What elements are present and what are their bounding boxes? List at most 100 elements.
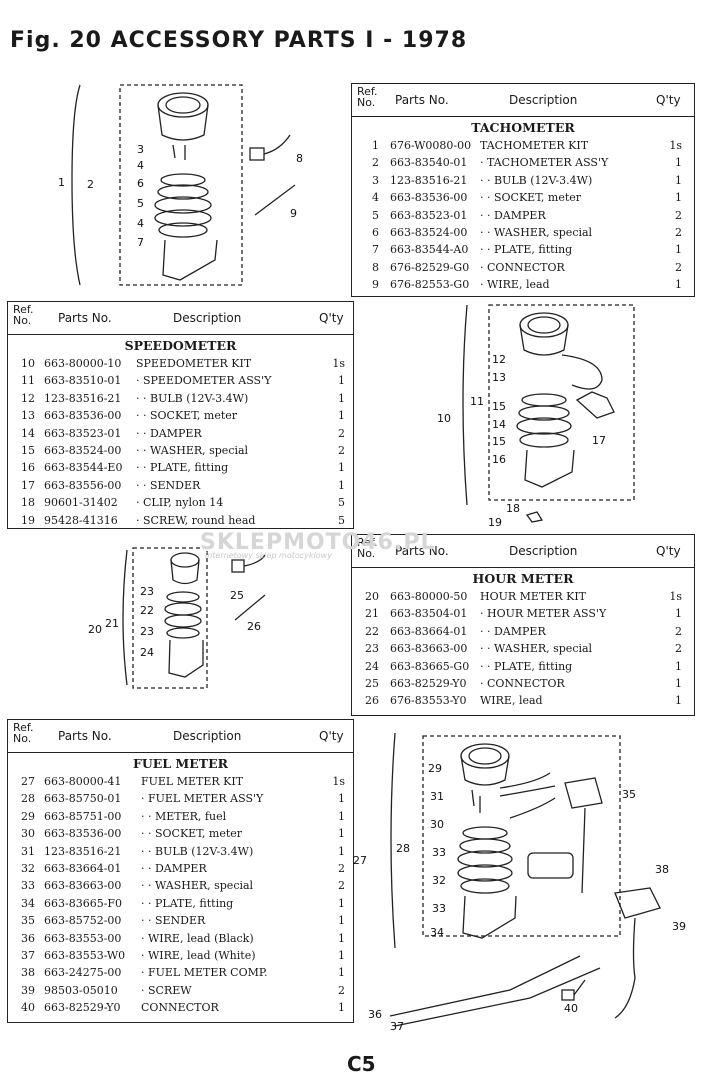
- desc-header: Description: [173, 311, 242, 325]
- description-cell: · · WASHER, special: [480, 642, 593, 656]
- section-title: TACHOMETER: [471, 120, 575, 135]
- page-number: C5: [347, 1052, 376, 1076]
- callout-label: 17: [592, 434, 606, 447]
- ref-header: Ref. No.: [13, 303, 34, 327]
- callout-label: 11: [470, 395, 484, 408]
- tachometer-diagram: 1 2 3 4 6 5 4 7 8 9: [58, 84, 303, 286]
- ref-cell: 21: [365, 607, 379, 621]
- description-cell: · · DAMPER: [480, 208, 546, 222]
- ref-cell: 8: [372, 260, 379, 274]
- tachometer-table: Ref. No. Parts No. Description Q'ty TACH…: [351, 83, 695, 297]
- ref-cell: 33: [21, 879, 35, 893]
- callout-label: 26: [247, 620, 261, 633]
- callout-label: 36: [368, 1008, 382, 1021]
- ref-cell: 40: [21, 1001, 35, 1015]
- quantity-cell: 1: [338, 374, 345, 388]
- part-number-cell: 90601-31402: [44, 496, 118, 510]
- parts-header: Parts No.: [395, 544, 449, 558]
- parts-header: Parts No.: [58, 311, 112, 325]
- quantity-cell: 1: [675, 659, 682, 673]
- callout-label: 30: [430, 818, 444, 831]
- callout-label: 19: [488, 516, 502, 529]
- watermark-logo: SKLEPMOTO46.PL: [200, 530, 436, 555]
- quantity-cell: 2: [675, 260, 682, 274]
- part-number-cell: 663-83544-E0: [44, 461, 123, 475]
- quantity-cell: 1: [338, 792, 345, 806]
- ref-cell: 39: [21, 983, 35, 997]
- part-number-cell: 663-82529-Y0: [44, 1001, 121, 1015]
- ref-cell: 12: [21, 391, 35, 405]
- quantity-cell: 1s: [332, 775, 345, 788]
- ref-cell: 22: [365, 624, 379, 638]
- callout-label: 13: [492, 371, 506, 384]
- ref-cell: 16: [21, 461, 35, 475]
- ref-cell: 7: [372, 243, 379, 257]
- quantity-cell: 5: [338, 496, 345, 510]
- quantity-cell: 1: [338, 948, 345, 962]
- part-number-cell: 663-83663-00: [390, 642, 468, 656]
- description-cell: · CONNECTOR: [480, 676, 565, 690]
- table-header: Ref. No. Parts No. Description Q'ty: [352, 535, 694, 568]
- part-number-cell: 663-85750-01: [44, 792, 122, 806]
- ref-cell: 14: [21, 426, 35, 440]
- part-number-cell: 676-W0080-00: [390, 139, 472, 152]
- callout-label: 39: [672, 920, 686, 933]
- table-header: Ref. No. Parts No. Description Q'ty: [352, 84, 694, 117]
- quantity-cell: 1: [338, 914, 345, 928]
- callout-label: 15: [492, 400, 506, 413]
- part-number-cell: 95428-41316: [44, 513, 118, 527]
- qty-header: Q'ty: [319, 729, 344, 743]
- callout-label: 1: [58, 176, 65, 189]
- callout-label: 23: [140, 625, 154, 638]
- callout-label: 25: [230, 589, 244, 602]
- desc-header: Description: [509, 544, 578, 558]
- quantity-cell: 1: [338, 896, 345, 910]
- description-cell: FUEL METER KIT: [141, 775, 244, 788]
- parts-header: Parts No.: [395, 93, 449, 107]
- description-cell: · SCREW: [141, 983, 192, 997]
- ref-cell: 13: [21, 409, 35, 423]
- callout-label: 37: [390, 1020, 404, 1033]
- desc-header: Description: [509, 93, 578, 107]
- description-cell: · WIRE, lead (White): [141, 948, 256, 962]
- speedometer-diagram: 10 11 12 13 15 14 15 16 17 18 19: [437, 304, 635, 529]
- callout-label: 5: [137, 197, 144, 210]
- part-number-cell: 663-83556-00: [44, 478, 122, 492]
- ref-header: Ref. No.: [357, 536, 378, 560]
- quantity-cell: 1: [338, 844, 345, 858]
- description-cell: · · DAMPER: [136, 426, 202, 440]
- part-number-cell: 663-82529-Y0: [390, 676, 467, 690]
- ref-cell: 11: [21, 374, 35, 388]
- description-cell: · · PLATE, fitting: [480, 659, 573, 673]
- part-number-cell: 663-24275-00: [44, 966, 122, 980]
- hourmeter-diagram: 20 21 23 22 23 24 25 26: [88, 547, 266, 689]
- part-number-cell: 663-83536-00: [390, 191, 468, 205]
- fuelmeter-diagram: 27 28 29 31 30 33 32 33 34 35 36 37 38 3…: [353, 732, 686, 1033]
- ref-cell: 38: [21, 966, 35, 980]
- quantity-cell: 1: [338, 391, 345, 405]
- quantity-cell: 1: [675, 607, 682, 621]
- description-cell: · WIRE, lead (Black): [141, 931, 254, 945]
- part-number-cell: 663-83510-01: [44, 374, 122, 388]
- ref-header: Ref. No.: [357, 85, 378, 109]
- part-number-cell: 663-85752-00: [44, 914, 122, 928]
- quantity-cell: 2: [338, 426, 345, 440]
- section-title: HOUR METER: [472, 571, 574, 586]
- quantity-cell: 1: [675, 243, 682, 257]
- callout-label: 23: [140, 585, 154, 598]
- description-cell: · · DAMPER: [480, 624, 546, 638]
- qty-header: Q'ty: [656, 544, 681, 558]
